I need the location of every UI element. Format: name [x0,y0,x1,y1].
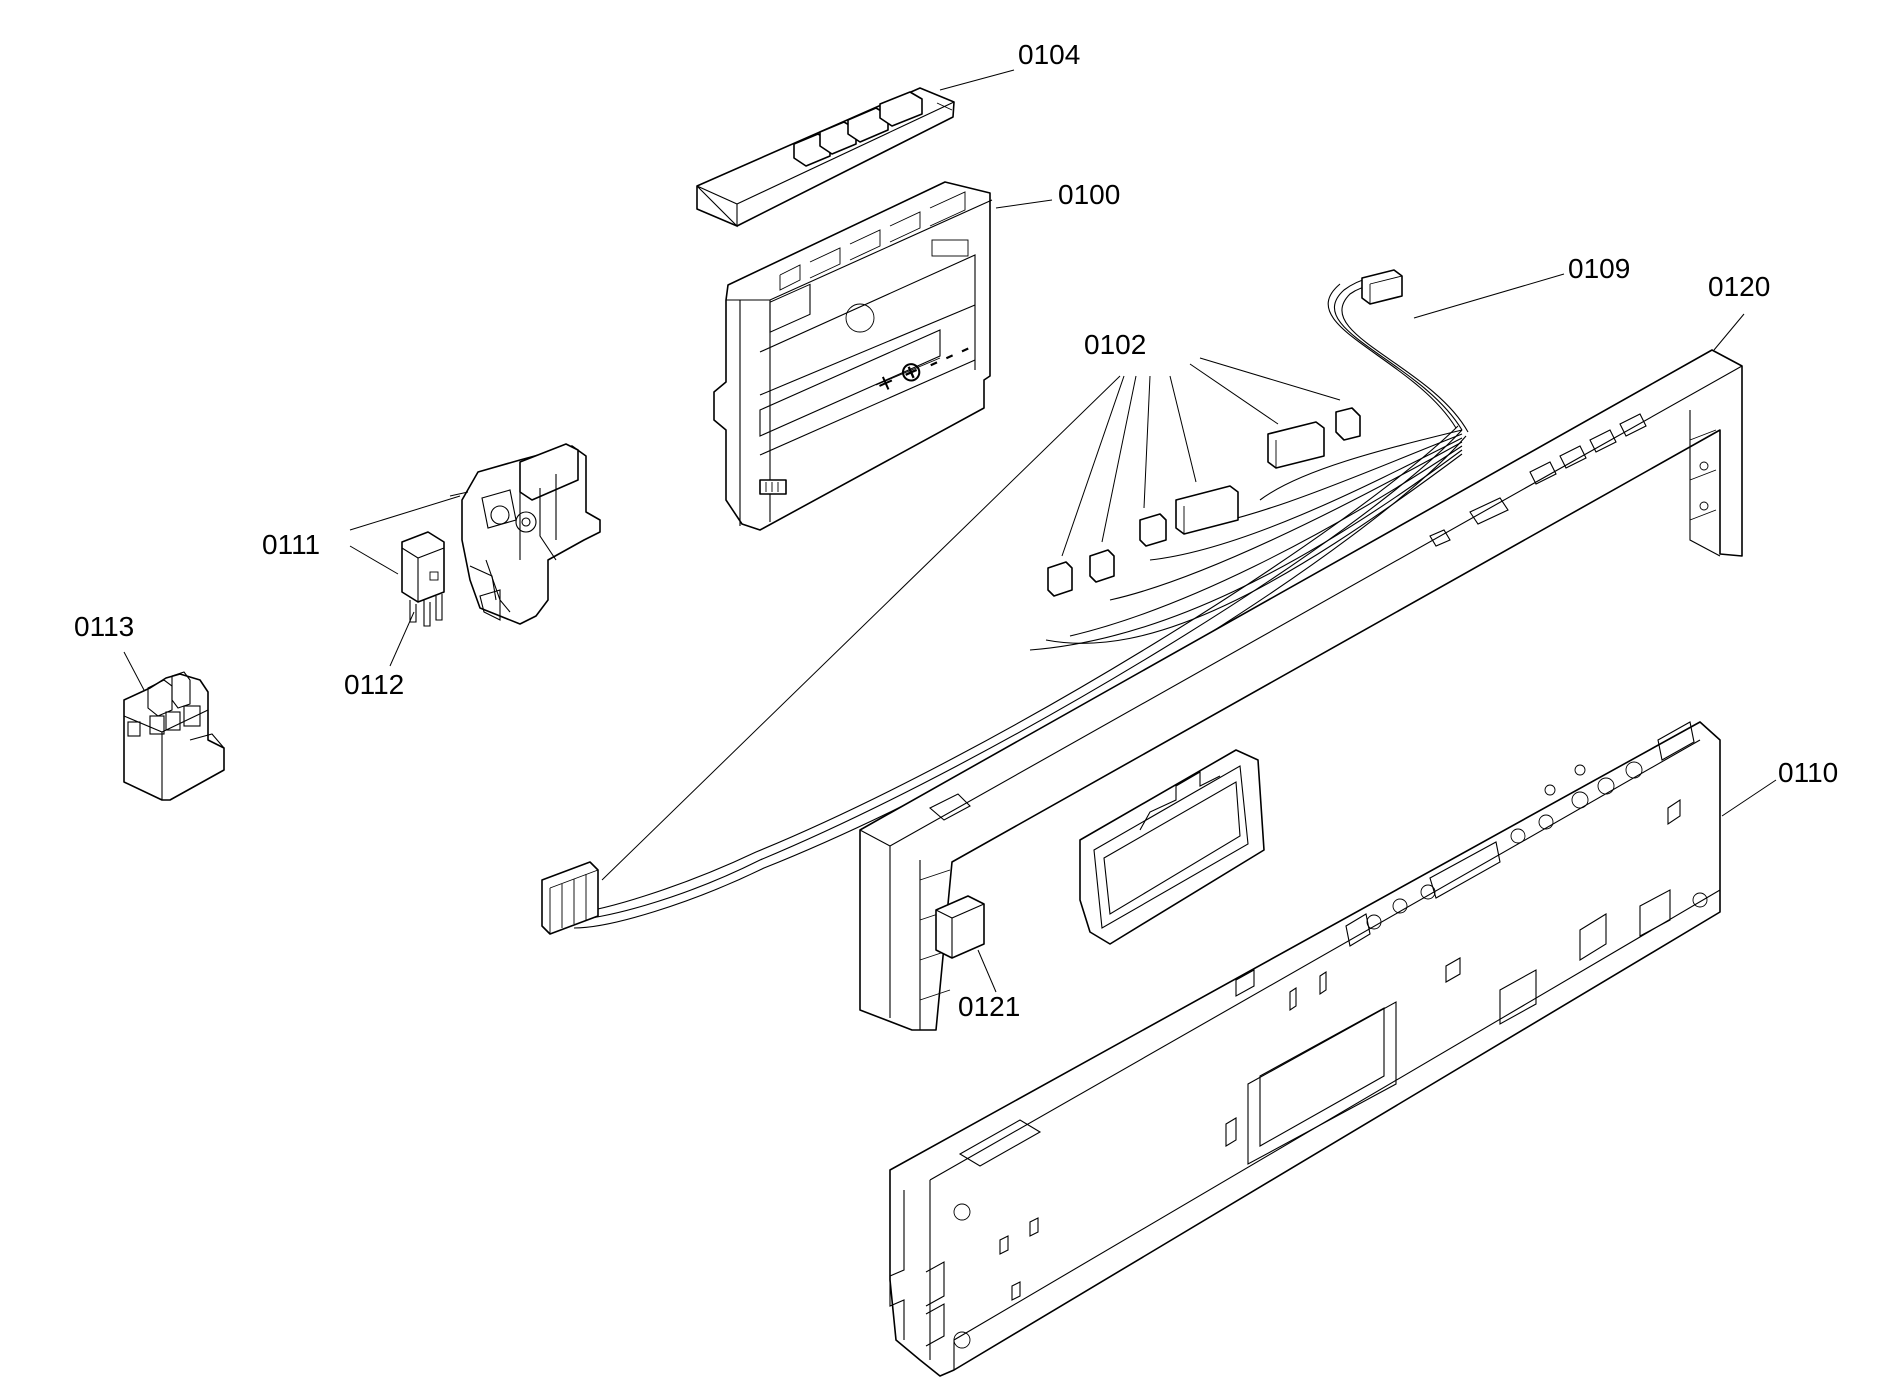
leader-0109 [1413,273,1565,319]
callout-0112: 0112 [344,669,404,700]
callout-0113: 0113 [74,611,134,642]
part-0100-control-module: + ⊕ ‑ ‑ ‑ [713,181,993,531]
callout-0121: 0121 [958,991,1020,1022]
part-0120-fascia-frame [859,349,1743,1031]
callout-0104: 0104 [1018,39,1080,70]
leader-0110 [1721,779,1777,817]
callout-0111: 0111 [262,529,320,560]
leader-0113 [123,651,145,691]
leader-0100 [995,199,1053,209]
leader-0102a [601,375,1121,881]
leader-0102b [1061,375,1125,557]
leader-0121 [977,949,997,993]
callout-labels: 0104 0100 0109 0120 0102 0111 0113 0112 … [74,39,1838,1022]
callout-0110: 0110 [1778,757,1838,788]
leader-0102f [1189,363,1279,425]
callout-0100: 0100 [1058,179,1120,210]
part-0110-inner-panel [889,721,1721,1377]
leader-lines [123,69,1777,993]
callout-0109: 0109 [1568,253,1630,284]
part-0102-wiring-harness [541,269,1469,935]
leader-0120 [1713,313,1745,351]
leader-0112 [389,611,415,667]
leader-0102g [1199,357,1341,401]
leader-0111b [349,545,399,575]
leader-0104 [939,69,1015,91]
part-0104-button-module [696,87,955,228]
part-0121-block [935,895,985,959]
leader-0102c [1101,375,1137,543]
part-0112-micro-switch [401,531,445,627]
callout-0102: 0102 [1084,329,1146,360]
leader-0102e [1169,375,1197,483]
door-handle [1079,749,1265,945]
callout-0120: 0120 [1708,271,1770,302]
leader-0102d [1143,375,1151,509]
part-0113-mains-switch [123,671,225,801]
leader-0111a [349,495,461,531]
part-0111-door-lock [449,443,601,625]
